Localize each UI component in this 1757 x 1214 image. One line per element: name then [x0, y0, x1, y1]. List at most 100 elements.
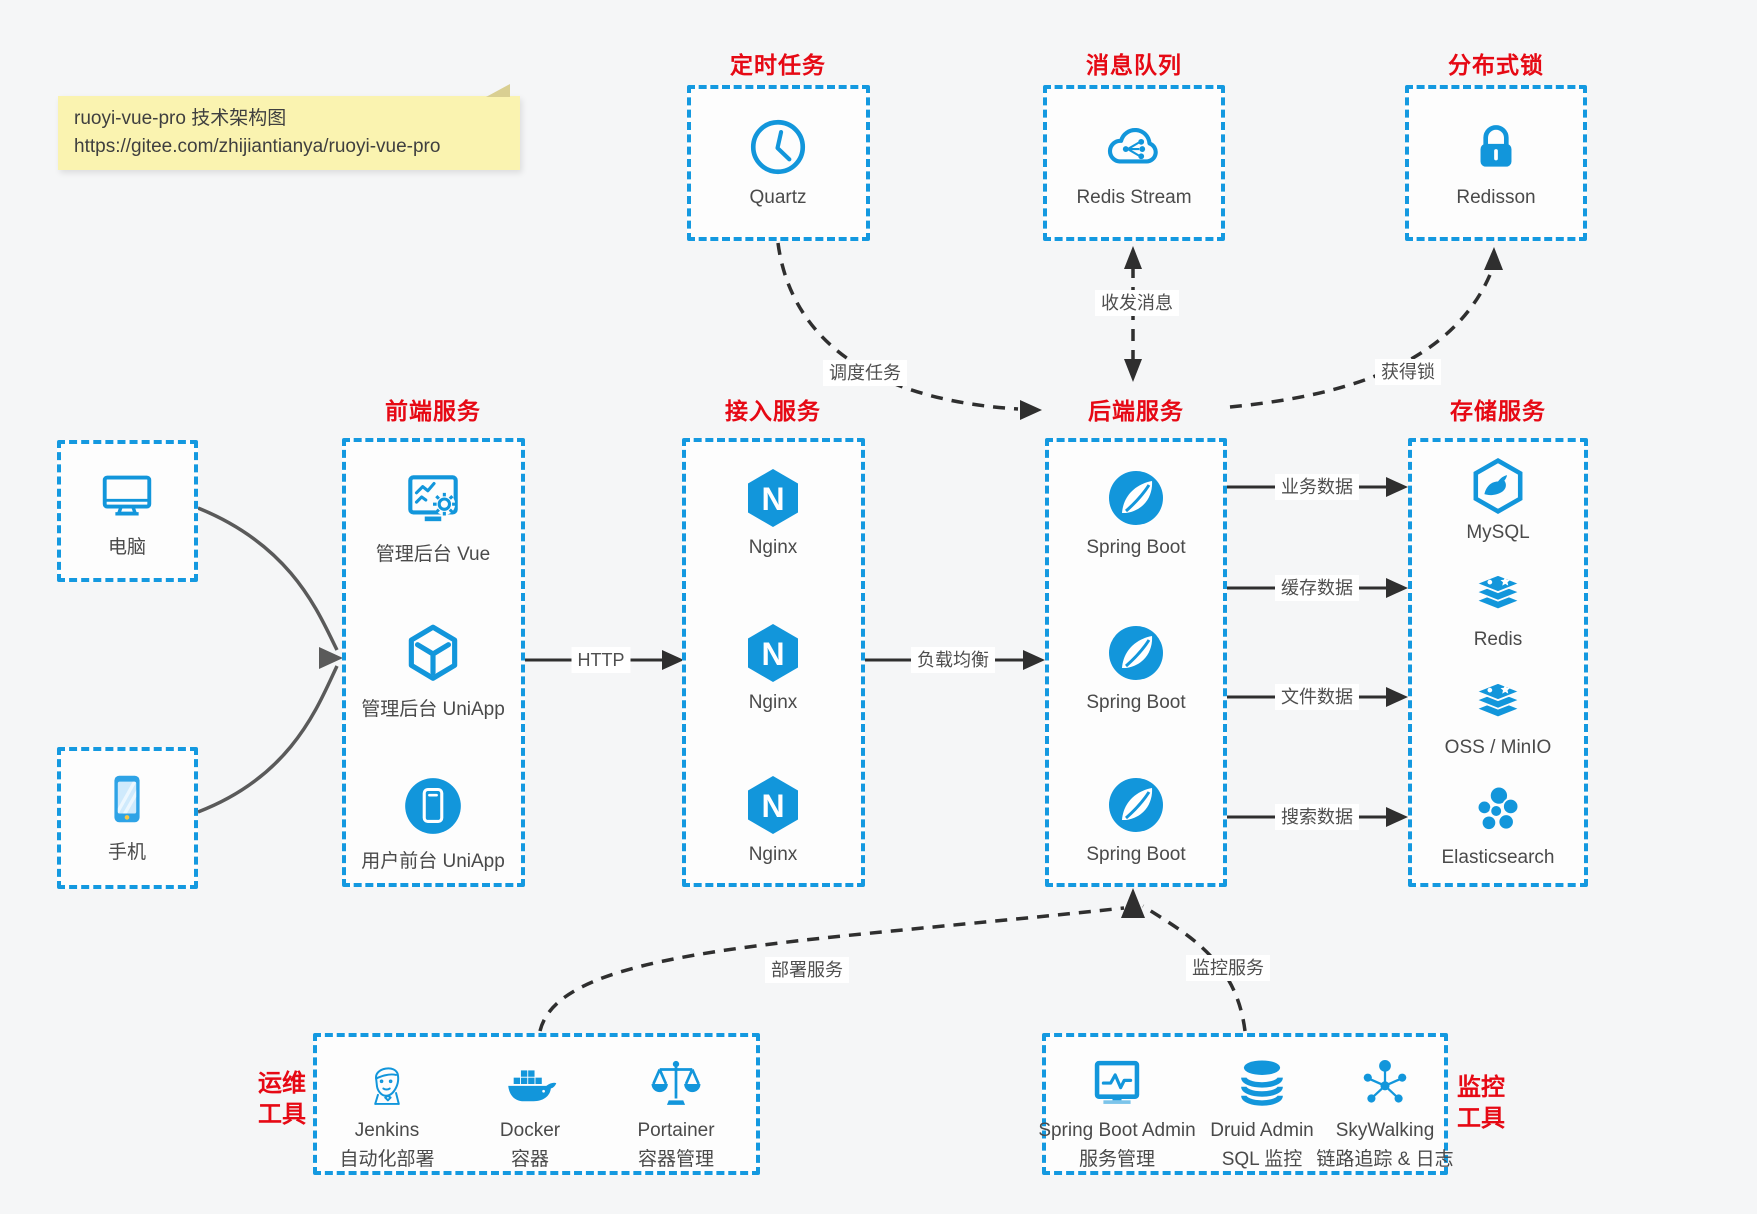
search-data-arrowhead [1386, 807, 1408, 827]
admin-vue-icon [408, 475, 458, 522]
sticky-note: ruoyi-vue-pro 技术架构图 https://gitee.com/zh… [58, 84, 520, 170]
clock-icon [750, 119, 806, 175]
node-pc: 电脑 [22, 463, 232, 559]
node-mysql: MySQL [1393, 457, 1603, 544]
portainer-icon [651, 1060, 701, 1105]
business-data-arrowhead [1386, 477, 1408, 497]
edge-label-acquire-lock: 获得锁 [1375, 359, 1441, 385]
node-sublabel: SQL 监控 [1221, 1149, 1303, 1170]
node-redisson: Redisson [1391, 114, 1601, 209]
smartphone-icon [114, 775, 140, 823]
uniapp-cube-icon [408, 624, 458, 681]
jenkins-icon [374, 1067, 400, 1105]
edge-label-http: HTTP [571, 647, 631, 673]
node-label: 管理后台 UniApp [361, 699, 505, 720]
node-oss-minio: OSS / MinIO [1393, 672, 1603, 759]
skywalking-icon [1363, 1059, 1407, 1103]
spring-boot-icon [1109, 471, 1163, 525]
acquire-lock-curve [1229, 269, 1494, 409]
node-label: Nginx [748, 844, 798, 865]
lock-icon [1480, 125, 1512, 167]
box-monitoring-tools [1042, 1033, 1448, 1175]
node-label: Druid Admin [1210, 1120, 1314, 1141]
node-jenkins: Jenkins 自动化部署 [282, 1055, 492, 1171]
edge-label-deploy: 部署服务 [765, 957, 849, 983]
node-label: Nginx [748, 692, 798, 713]
druid-icon [1241, 1060, 1283, 1106]
clients-arrowhead [319, 647, 343, 669]
node-label: Jenkins [354, 1120, 420, 1141]
oss-minio-icon [1473, 681, 1523, 719]
node-docker: Docker 容器 [425, 1055, 635, 1171]
schedule-curve [776, 242, 1019, 411]
mysql-icon [1473, 458, 1523, 514]
node-label: 用户前台 UniApp [361, 851, 505, 872]
node-spring-boot-2: Spring Boot [1031, 621, 1241, 714]
title-monitoring-tools: 监控工具 [1457, 1074, 1505, 1132]
node-label: Redis [1473, 629, 1523, 650]
node-label: Quartz [749, 187, 807, 208]
edge-label-cache-data: 缓存数据 [1275, 575, 1359, 601]
docker-icon [508, 1070, 557, 1102]
node-label: 电脑 [107, 537, 146, 558]
node-portainer: Portainer 容器管理 [571, 1055, 781, 1171]
node-label: Redis Stream [1076, 187, 1192, 208]
http-arrowhead [662, 650, 684, 670]
spring-boot-admin-icon [1094, 1060, 1140, 1104]
node-label: Spring Boot Admin [1038, 1120, 1196, 1141]
node-druid-admin: Druid Admin SQL 监控 [1157, 1055, 1367, 1171]
title-ops-tools: 运维工具 [258, 1070, 306, 1128]
node-label: 手机 [107, 842, 146, 863]
svg-text:N: N [761, 636, 784, 672]
nginx-icon: N [748, 776, 798, 834]
file-data-arrowhead [1386, 687, 1408, 707]
deploy-monitor-arrowhead [1121, 888, 1145, 918]
messaging-arrowhead-down [1124, 359, 1142, 382]
edge-label-search-data: 搜索数据 [1275, 804, 1359, 830]
node-sublabel: 自动化部署 [339, 1149, 435, 1170]
messaging-arrowhead-up [1124, 246, 1142, 269]
node-label: Elasticsearch [1441, 847, 1555, 868]
node-label: Spring Boot [1086, 692, 1186, 713]
spring-boot-icon [1109, 626, 1163, 680]
node-label: SkyWalking [1335, 1120, 1435, 1141]
node-label: 管理后台 Vue [375, 544, 491, 565]
edge-label-messaging: 收发消息 [1095, 290, 1179, 316]
title-gateway: 接入服务 [725, 398, 821, 424]
node-spring-boot-1: Spring Boot [1031, 466, 1241, 559]
load-balance-arrowhead [1023, 650, 1045, 670]
node-skywalking: SkyWalking 链路追踪 & 日志 [1280, 1055, 1490, 1171]
schedule-arrowhead [1020, 400, 1042, 420]
title-scheduled-tasks: 定时任务 [730, 52, 826, 78]
title-backend: 后端服务 [1088, 398, 1184, 424]
note-url: https://gitee.com/zhijiantianya/ruoyi-vu… [74, 136, 441, 157]
node-quartz: Quartz [673, 114, 883, 209]
node-label: Nginx [748, 537, 798, 558]
desktop-icon [102, 475, 152, 516]
node-label: MySQL [1466, 522, 1530, 543]
node-sublabel: 容器 [510, 1149, 549, 1170]
node-label: Portainer [637, 1120, 715, 1141]
node-label: Spring Boot [1086, 844, 1186, 865]
acquire-lock-arrowhead [1484, 247, 1503, 270]
edge-label-schedule: 调度任务 [823, 360, 907, 386]
nginx-icon: N [748, 624, 798, 682]
node-user-uniapp: 用户前台 UniApp [328, 773, 538, 873]
node-redis-stream: Redis Stream [1029, 114, 1239, 209]
box-scheduled-tasks [687, 85, 870, 241]
spring-boot-icon [1109, 778, 1163, 832]
node-nginx-3: N Nginx [668, 773, 878, 866]
node-spring-boot-3: Spring Boot [1031, 773, 1241, 866]
pc-to-frontend-curve [197, 506, 339, 651]
deploy-curve [538, 906, 1125, 1032]
node-admin-vue: 管理后台 Vue [328, 466, 538, 566]
note-fold-corner [486, 84, 510, 97]
svg-text:N: N [761, 788, 784, 824]
svg-text:N: N [761, 481, 784, 517]
edge-label-business-data: 业务数据 [1275, 474, 1359, 500]
title-frontend: 前端服务 [385, 398, 481, 424]
node-sublabel: 容器管理 [637, 1149, 714, 1170]
node-admin-uniapp: 管理后台 UniApp [328, 621, 538, 721]
phone-to-frontend-curve [197, 665, 339, 814]
